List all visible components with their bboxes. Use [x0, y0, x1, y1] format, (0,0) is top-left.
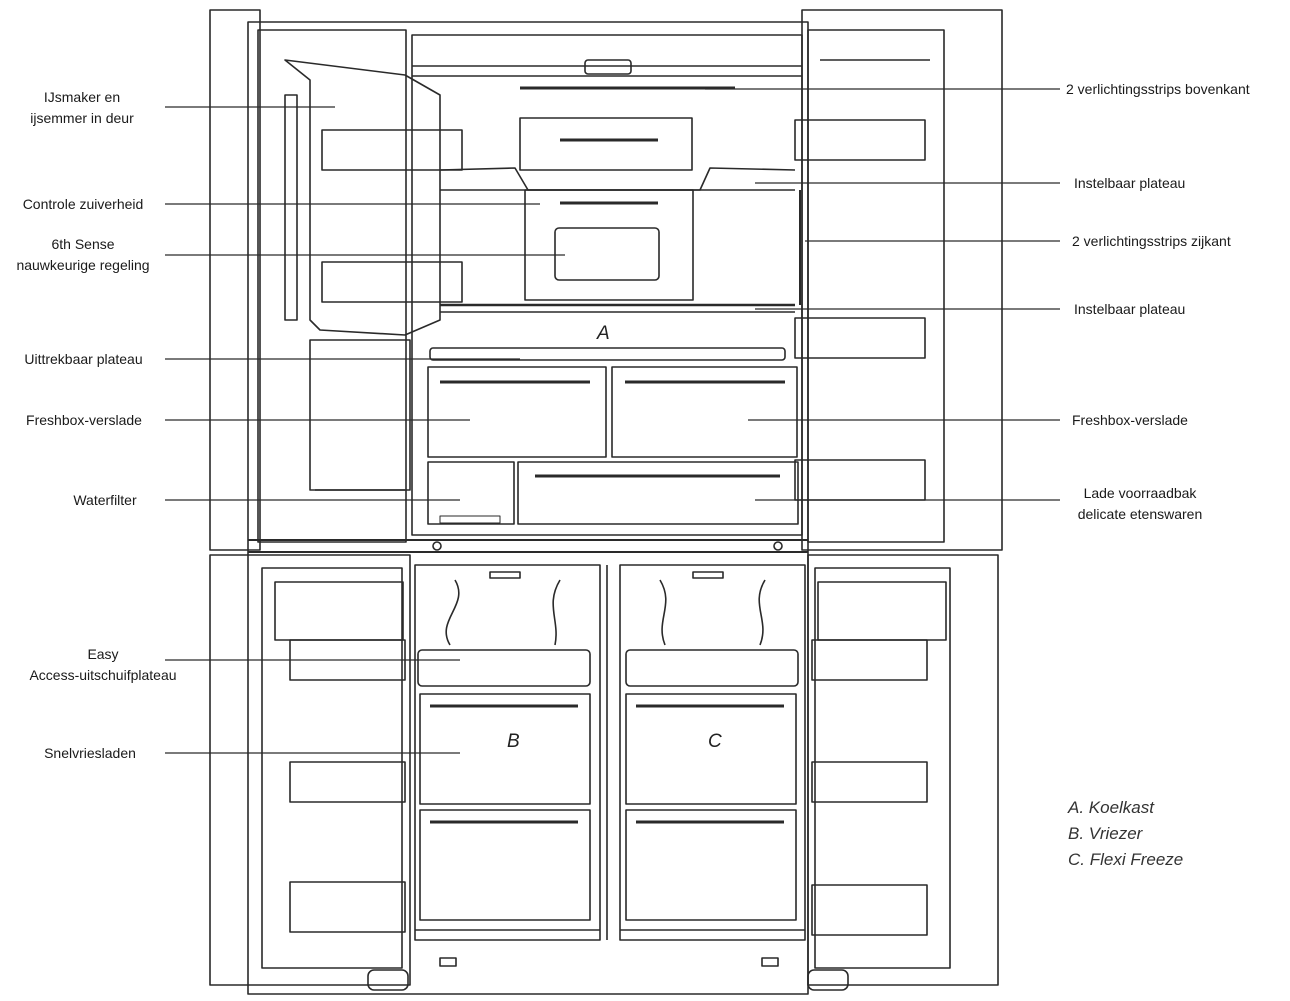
- label-easy-access-line2: Access-uitschuifplateau: [29, 667, 177, 683]
- freshbox-drawer-left: [427, 366, 607, 458]
- right-door-edge: [801, 9, 1003, 551]
- left-freezer-bin-3: [289, 881, 406, 933]
- label-freshbox-right: Freshbox-verslade: [1072, 412, 1188, 428]
- right-fridge-door: [807, 29, 945, 543]
- zone-a-label: A: [596, 323, 610, 344]
- label-delicate-drawer-line2: delicate etenswaren: [1077, 506, 1203, 522]
- label-freshbox-left: Freshbox-verslade: [26, 412, 142, 428]
- label-easy-access-line1: Easy: [87, 646, 119, 662]
- right-freezer-bin-1: [811, 639, 928, 681]
- sixth-sense-panel: [554, 227, 660, 281]
- control-panel-housing: [524, 189, 694, 301]
- label-quick-freeze: Snelvriesladen: [44, 745, 136, 761]
- easy-access-shelf-b: [417, 649, 591, 687]
- quick-freeze-drawer-b: [419, 693, 591, 805]
- label-delicate-drawer: Lade voorraadbak delicate etenswaren: [1060, 483, 1220, 525]
- zone-legend: A. Koelkast B. Vriezer C. Flexi Freeze: [1068, 795, 1183, 873]
- top-light-fixture: [584, 59, 632, 75]
- delicate-drawer: [517, 461, 799, 525]
- left-freezer-bin-2: [289, 761, 406, 803]
- water-filter-box: [427, 461, 515, 525]
- freezer-c-interior: [619, 564, 806, 941]
- fridge-interior: [411, 34, 803, 536]
- freshbox-drawer-right: [611, 366, 798, 458]
- label-pullout-shelf: Uittrekbaar plateau: [24, 351, 143, 367]
- right-door-bin-1: [794, 119, 926, 161]
- zone-c-label: C: [708, 731, 722, 752]
- label-side-lights: 2 verlichtingsstrips zijkant: [1072, 233, 1231, 249]
- right-freezer-bin-3: [811, 884, 928, 936]
- label-top-lights: 2 verlichtingsstrips bovenkant: [1066, 81, 1250, 97]
- left-door-edge: [209, 9, 261, 551]
- easy-access-shelf-c: [625, 649, 799, 687]
- legend-item-b: B. Vriezer: [1068, 824, 1143, 843]
- right-door-bin-3: [794, 459, 926, 501]
- label-adjustable-shelf-2: Instelbaar plateau: [1074, 301, 1186, 317]
- label-adjustable-shelf-1: Instelbaar plateau: [1074, 175, 1186, 191]
- adjustable-shelf-top: [439, 167, 796, 191]
- left-door-bin-1: [321, 129, 463, 171]
- left-door-bin-2: [321, 261, 463, 303]
- label-delicate-drawer-line1: Lade voorraadbak: [1083, 485, 1197, 501]
- right-freezer-door: [807, 554, 999, 986]
- label-sixth-sense: 6th Sense nauwkeurige regeling: [2, 234, 164, 276]
- label-sixth-sense-line2: nauwkeurige regeling: [16, 257, 150, 273]
- left-fridge-door: [257, 29, 407, 543]
- right-door-bin-2: [794, 317, 926, 359]
- label-ice-maker-line2: ijsemmer in deur: [30, 110, 134, 126]
- leader-lines: [165, 88, 1060, 754]
- label-ice-maker: IJsmaker en ijsemmer in deur: [22, 87, 142, 129]
- legend-item-c: C. Flexi Freeze: [1068, 850, 1184, 869]
- label-purity-control: Controle zuiverheid: [22, 196, 144, 212]
- pullout-shelf: [429, 347, 786, 361]
- upper-duct: [519, 117, 693, 171]
- left-freezer-door: [209, 554, 411, 986]
- label-ice-maker-line1: IJsmaker en: [43, 89, 121, 105]
- flexi-freeze-drawer-c: [625, 693, 797, 805]
- label-easy-access: Easy Access-uitschuifplateau: [8, 644, 198, 686]
- label-sixth-sense-line1: 6th Sense: [51, 236, 115, 252]
- zone-b-label: B: [507, 731, 520, 752]
- legend-item-a: A. Koelkast: [1068, 798, 1154, 817]
- label-water-filter: Waterfilter: [73, 492, 137, 508]
- right-freezer-bin-2: [811, 761, 928, 803]
